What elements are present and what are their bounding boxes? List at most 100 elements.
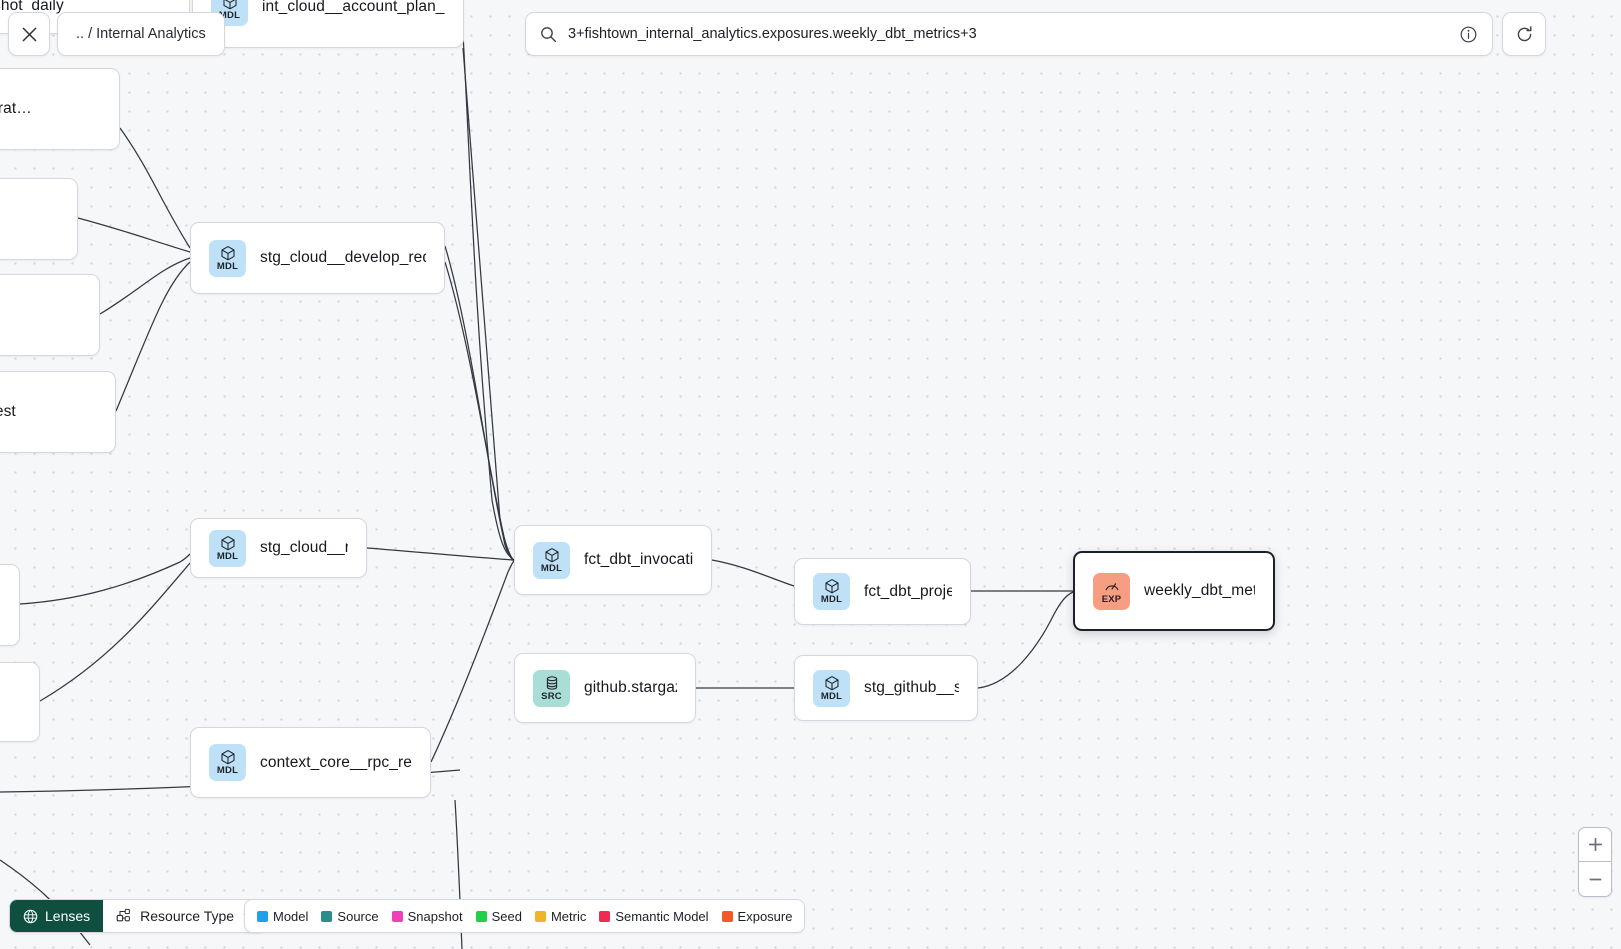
node-type-badge-model: MDL	[209, 744, 246, 781]
cube-icon	[222, 0, 237, 9]
cube-icon	[220, 750, 235, 765]
zoom-in-button[interactable]	[1579, 828, 1611, 862]
graph-node[interactable]: multicell_migrat…	[0, 68, 120, 150]
node-type-badge-label: MDL	[820, 690, 843, 702]
node-label: multicell_migrat…	[0, 100, 32, 117]
zoom-controls	[1578, 827, 1612, 897]
lineage-edge	[444, 245, 515, 561]
legend-label: Snapshot	[407, 908, 463, 924]
lineage-edge	[366, 547, 515, 561]
lenses-label: Lenses	[45, 908, 91, 924]
node-type-badge-label: MDL	[216, 765, 239, 776]
plus-icon	[1588, 837, 1602, 852]
cube-icon	[824, 675, 839, 690]
minus-icon	[1589, 878, 1601, 880]
node-type-badge-model: MDL	[533, 541, 570, 579]
node-label: github.stargazers	[584, 679, 677, 696]
cube-icon	[220, 245, 235, 260]
graph-node[interactable]: MDL stg_cloud__develop_requests	[190, 222, 445, 294]
node-type-badge-model: MDL	[209, 239, 246, 277]
legend-item[interactable]: Exposure	[721, 909, 792, 924]
lineage-edge	[119, 127, 191, 249]
legend-item[interactable]: Source	[321, 908, 379, 924]
close-button[interactable]	[8, 12, 50, 56]
graph-node[interactable]: MDL fct_dbt_projects	[794, 558, 971, 625]
lineage-edge	[462, 47, 515, 562]
node-label: int_cloud__account_plan_history	[262, 0, 445, 15]
graph-node[interactable]: _develop_request	[0, 371, 116, 453]
legend-swatch	[534, 910, 546, 922]
lineage-edge	[977, 591, 1074, 689]
node-type-badge-label: EXP	[1101, 593, 1122, 605]
search-icon	[541, 26, 557, 42]
legend-swatch	[475, 910, 487, 922]
graph-node[interactable]: velop_request	[0, 274, 100, 356]
node-label: stg_github__stars	[864, 679, 959, 696]
graph-node[interactable]: MDL stg_github__stars	[794, 655, 978, 721]
legend-label: Model	[273, 908, 309, 924]
node-type-badge-exposure: EXP	[1093, 572, 1130, 610]
graph-node[interactable]: _run	[0, 662, 40, 742]
legend-item[interactable]: Model	[257, 909, 308, 924]
node-type-badge-source: SRC	[533, 669, 570, 707]
legend-label: Seed	[491, 908, 522, 924]
lineage-edge	[462, 33, 515, 561]
node-type-badge-model: MDL	[813, 573, 850, 610]
graph-node[interactable]: MDL int_cloud__account_plan_history	[192, 0, 464, 48]
breadcrumb[interactable]: .. / Internal Analytics	[57, 12, 225, 56]
legend-label: Semantic Model	[615, 908, 709, 924]
node-type-badge-label: SRC	[541, 690, 562, 702]
legend-swatch	[599, 910, 611, 922]
node-label: _develop_request	[0, 403, 16, 420]
graph-node[interactable]: n	[0, 564, 20, 646]
lineage-edge	[430, 560, 515, 763]
legend-swatch	[721, 910, 733, 922]
gauge-icon	[1105, 582, 1118, 590]
node-type-badge-label: MDL	[820, 594, 843, 605]
cube-icon	[824, 579, 839, 594]
zoom-out-button[interactable]	[1579, 862, 1611, 896]
cube-icon	[544, 547, 559, 562]
graph-node[interactable]: MDL fct_dbt_invocations	[514, 525, 712, 595]
refresh-button[interactable]	[1502, 12, 1546, 56]
lineage-edge	[99, 257, 191, 315]
graph-node[interactable]: EXP weekly_dbt_metrics	[1073, 551, 1275, 631]
database-icon	[546, 675, 557, 690]
lens-icon	[23, 909, 38, 923]
node-type-badge-model: MDL	[209, 529, 246, 567]
lenses-toolbar: Lenses Resource Type	[9, 899, 267, 933]
legend-label: Source	[337, 908, 379, 924]
refresh-icon	[1517, 25, 1531, 41]
lineage-edge	[39, 562, 191, 702]
node-label: stg_cloud__develop_requests	[260, 249, 426, 266]
node-type-badge-label: MDL	[216, 550, 239, 562]
legend-item[interactable]: Snapshot	[391, 908, 463, 924]
legend-item[interactable]: Semantic Model	[599, 908, 709, 924]
search-query-text: 3+fishtown_internal_analytics.exposures.…	[568, 26, 977, 42]
graph-node[interactable]: SRC github.stargazers	[514, 653, 696, 723]
lenses-button[interactable]: Lenses	[10, 900, 104, 932]
close-icon	[21, 26, 37, 42]
resource-type-legend: Model Source Snapshot Seed Metric Semantic Mo…	[244, 899, 806, 933]
graph-node[interactable]: p_request	[0, 178, 78, 260]
resource-type-dropdown[interactable]: Resource Type	[103, 900, 265, 932]
lineage-edge	[77, 217, 191, 253]
cube-icon	[220, 535, 235, 550]
node-type-badge-model: MDL	[813, 669, 850, 707]
legend-item[interactable]: Seed	[475, 908, 522, 924]
lineage-edge	[711, 559, 795, 587]
search-input[interactable]: 3+fishtown_internal_analytics.exposures.…	[525, 12, 1493, 56]
node-label: fct_dbt_invocations	[584, 551, 693, 568]
node-label: weekly_dbt_metrics	[1144, 582, 1255, 599]
node-label: snapshot_daily	[0, 0, 64, 14]
lineage-edge	[19, 553, 191, 605]
node-type-badge-label: MDL	[216, 260, 239, 272]
legend-item[interactable]: Metric	[534, 909, 586, 924]
node-type-badge-label: MDL	[218, 9, 241, 21]
node-type-badge-label: MDL	[540, 562, 563, 574]
node-label: fct_dbt_projects	[864, 582, 952, 600]
info-icon[interactable]	[1459, 25, 1478, 44]
